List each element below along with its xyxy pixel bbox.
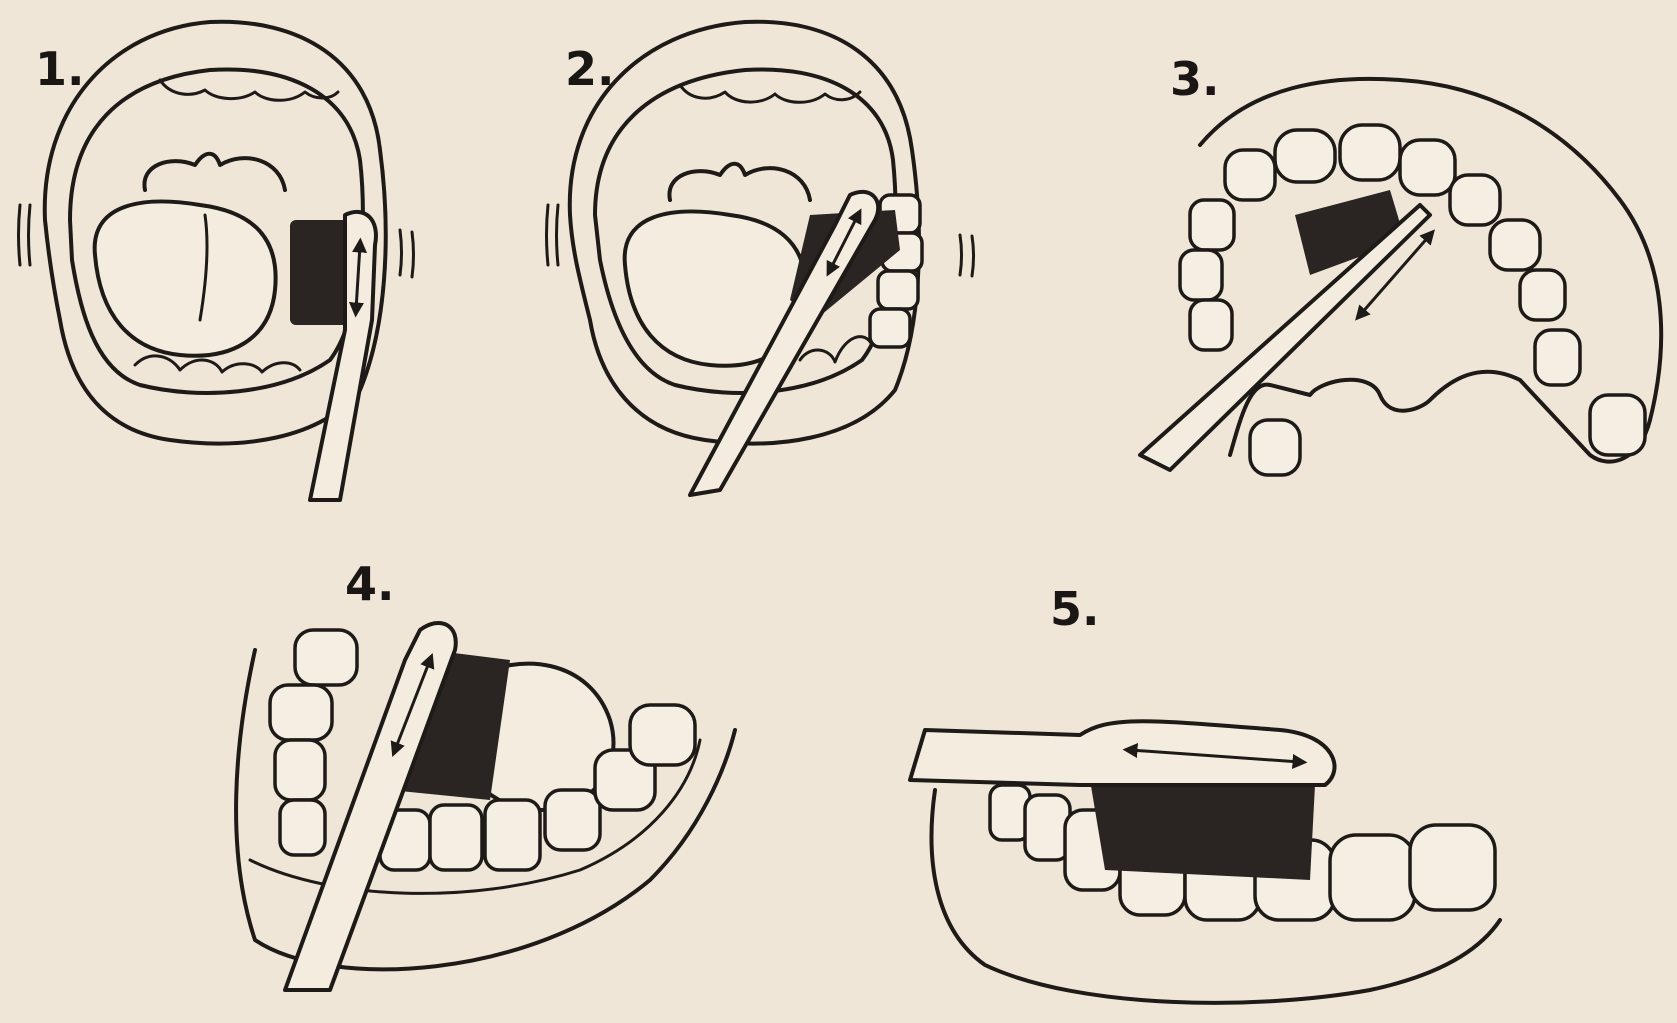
step-4-number: 4. (345, 557, 394, 611)
step-1-number: 1. (35, 42, 84, 96)
step-2-panel: 2. (547, 22, 974, 495)
step-1-brush-bristles (290, 220, 350, 325)
step-1-lower-teeth (135, 356, 300, 372)
step-1-tongue (95, 202, 276, 356)
step-2-vibration-left (547, 205, 559, 265)
step-5-brush-handle (910, 721, 1335, 785)
step-5-panel: 5. (910, 582, 1500, 1003)
step-1-vibration-right (400, 230, 414, 277)
step-2-uvula (669, 164, 810, 200)
step-1-uvula (144, 154, 285, 190)
step-3-panel: 3. (1140, 52, 1661, 475)
step-5-brush-bristles (1090, 780, 1315, 880)
step-3-number: 3. (1170, 52, 1219, 106)
step-2-vibration-right (960, 235, 974, 276)
step-1-vibration-left (19, 205, 31, 265)
step-2-upper-teeth (680, 85, 860, 102)
step-4-back-teeth-left (270, 630, 357, 855)
step-5-number: 5. (1050, 582, 1099, 636)
step-1-panel: 1. (19, 22, 414, 500)
step-4-panel: 4. (236, 557, 735, 990)
step-3-arch-teeth (1180, 125, 1645, 475)
